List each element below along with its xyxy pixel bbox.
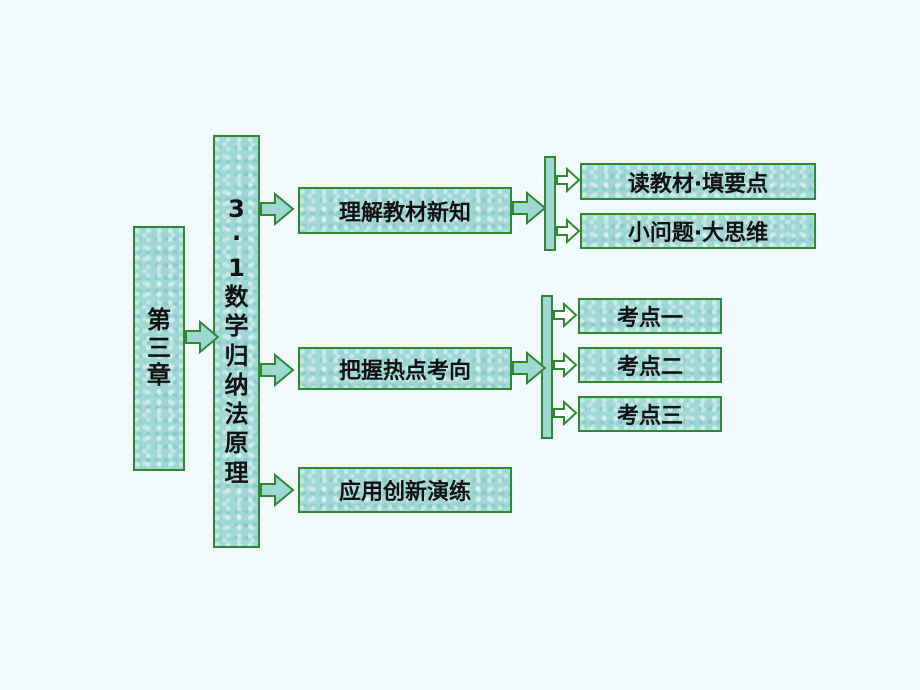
section-char: 原	[224, 429, 249, 458]
leaf-box-2-1: 考点一	[578, 298, 722, 334]
arrow-section-branch1	[260, 193, 294, 225]
leaf-box-2-3: 考点三	[578, 396, 722, 432]
section-char: 学	[224, 312, 249, 341]
section-char: ·	[231, 224, 242, 253]
chapter-box: 第 三 章	[133, 226, 185, 471]
chapter-char: 三	[147, 333, 171, 362]
leaf-box-1-2: 小问题·大思维	[580, 213, 816, 249]
section-char: 纳	[224, 370, 249, 399]
section-char: 理	[224, 458, 249, 487]
arrow-bracket1-leaf1	[556, 168, 580, 192]
leaf-label: 考点二	[616, 355, 683, 380]
branch-label: 理解教材新知	[338, 200, 471, 226]
arrow-branch1-bracket	[512, 192, 546, 224]
section-char: 3	[228, 195, 245, 224]
arrow-section-branch2	[260, 354, 294, 386]
arrow-section-branch3	[260, 474, 294, 506]
leaf-label: 读教材·填要点	[627, 171, 769, 197]
leaf-label: 小问题·大思维	[627, 221, 769, 246]
chapter-char: 第	[147, 306, 171, 335]
leaf-box-1-1: 读教材·填要点	[580, 163, 816, 200]
arrow-bracket1-leaf2	[556, 219, 580, 243]
arrow-bracket2-leaf1	[553, 303, 577, 327]
leaf-label: 考点一	[616, 306, 683, 331]
branch-box-3: 应用创新演练	[298, 467, 512, 513]
arrow-bracket2-leaf3	[553, 401, 577, 425]
leaf-box-2-2: 考点二	[578, 347, 722, 383]
branch-box-1: 理解教材新知	[298, 187, 512, 234]
bracket-2	[541, 295, 553, 439]
arrow-bracket2-leaf2	[553, 353, 577, 377]
section-char: 归	[224, 341, 249, 370]
leaf-label: 考点三	[616, 404, 683, 429]
chapter-char: 章	[147, 361, 171, 390]
section-char: 法	[224, 400, 249, 429]
section-box: 3 · 1 数 学 归 纳 法 原 理	[213, 135, 260, 548]
branch-box-2: 把握热点考向	[298, 347, 512, 390]
bracket-1	[544, 156, 556, 251]
section-char: 1	[228, 253, 245, 282]
branch-label: 应用创新演练	[338, 480, 471, 505]
section-char: 数	[224, 282, 249, 311]
branch-label: 把握热点考向	[338, 358, 471, 384]
